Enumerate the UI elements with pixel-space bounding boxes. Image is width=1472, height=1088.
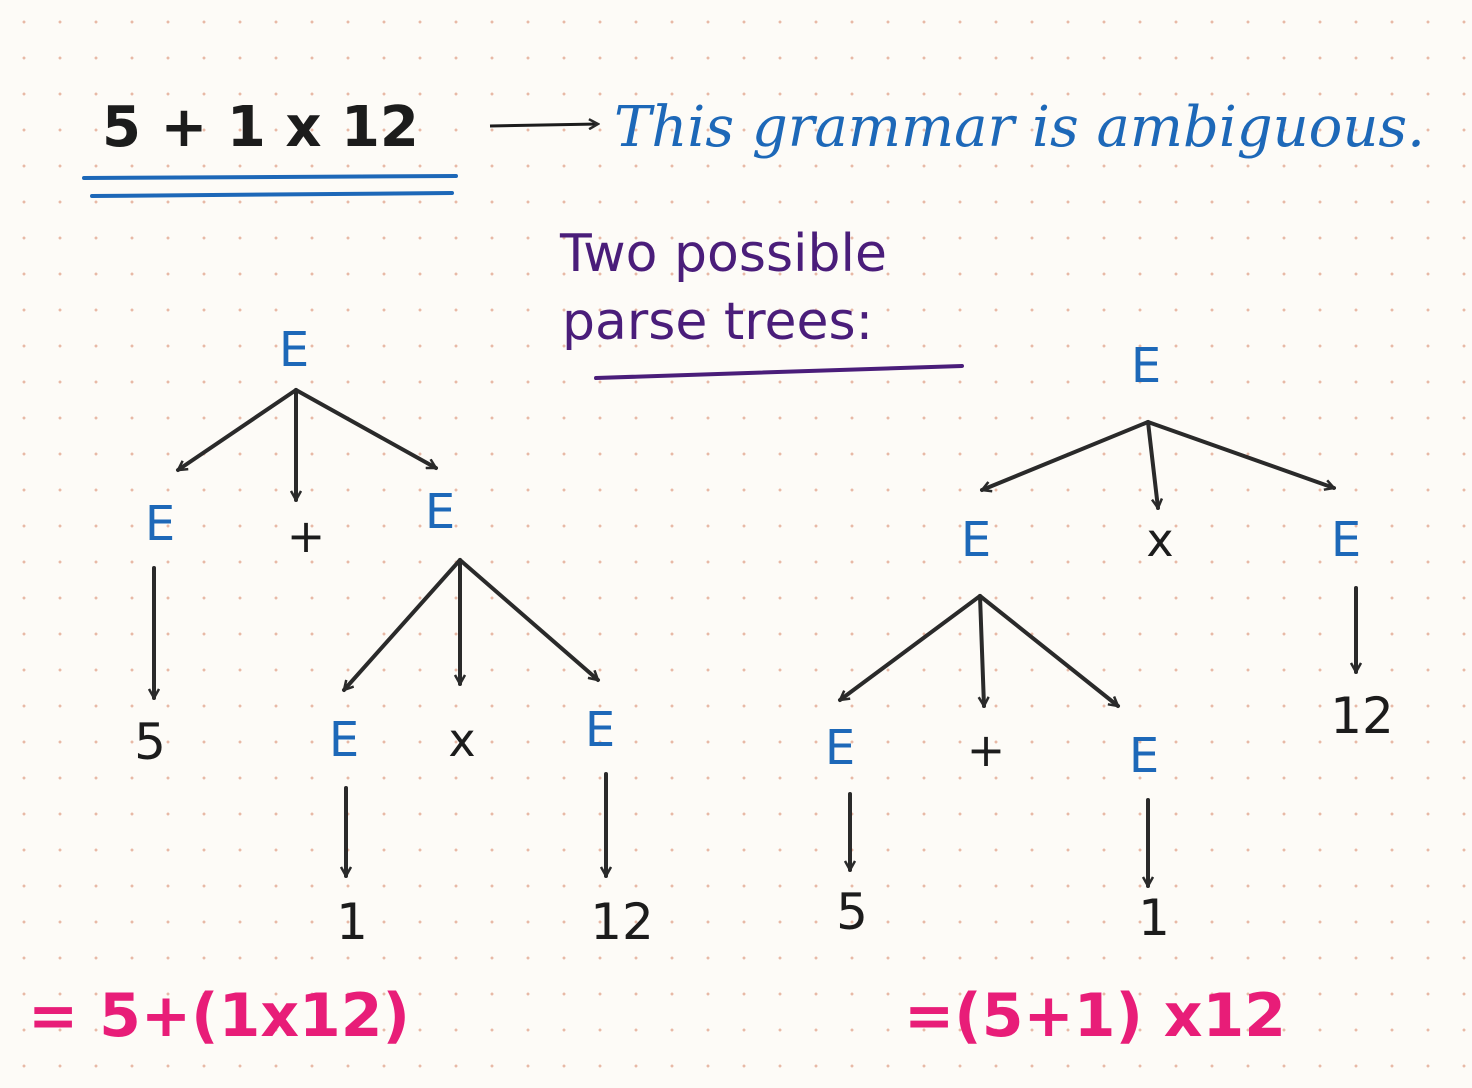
edge-r-root-op (1146, 420, 1158, 508)
edge-r-sub-left (840, 594, 982, 702)
right-tree-root: E (1130, 338, 1162, 394)
right-tree-sub-right-leaf: 1 (1138, 889, 1170, 947)
left-tree-sub-left-node: E (328, 712, 360, 768)
header-arrow (489, 124, 598, 126)
left-tree-right-node: E (424, 484, 456, 540)
left-tree-left-leaf: 5 (134, 713, 166, 771)
right-tree-sub-operator: + (966, 723, 1006, 777)
right-tree-right-node: E (1330, 512, 1362, 568)
left-tree-left-node: E (144, 496, 176, 552)
left-tree-result: = 5+(1x12) (28, 981, 410, 1051)
right-tree-result: =(5+1) x12 (904, 981, 1286, 1051)
edge-r-root-left (982, 420, 1150, 490)
right-tree-sub-right-node: E (1128, 728, 1160, 784)
edge-r-root-right (1146, 420, 1334, 488)
edge-l-sub-right (458, 558, 600, 682)
right-tree-operator: x (1146, 513, 1174, 567)
right-tree-left-node: E (960, 512, 992, 568)
left-tree-operator: + (286, 509, 326, 563)
left-tree-sub-right-leaf: 12 (590, 893, 654, 951)
left-tree-root: E (278, 322, 310, 378)
subtitle-line-2: parse trees: (562, 292, 874, 352)
subtitle-line-1: Two possible (560, 224, 887, 284)
edge-r-sub-op (980, 594, 984, 706)
left-tree-sub-left-leaf: 1 (336, 893, 368, 951)
expression: 5 + 1 x 12 (102, 95, 419, 160)
expression-underline-1 (82, 174, 458, 180)
subtitle-underline (594, 364, 964, 380)
edge-l-root-right (294, 388, 436, 470)
edge-l-root-left (178, 388, 298, 472)
left-tree-sub-operator: x (448, 713, 476, 767)
right-tree-sub-left-node: E (824, 720, 856, 776)
left-tree-sub-right-node: E (584, 702, 616, 758)
ambiguity-statement: This grammar is ambiguous. (614, 95, 1425, 160)
edge-l-sub-left (342, 558, 462, 692)
expression-underline-2 (90, 191, 454, 198)
right-tree-right-leaf: 12 (1330, 687, 1394, 745)
right-tree-sub-left-leaf: 5 (836, 883, 868, 941)
edge-r-sub-right (978, 594, 1118, 708)
